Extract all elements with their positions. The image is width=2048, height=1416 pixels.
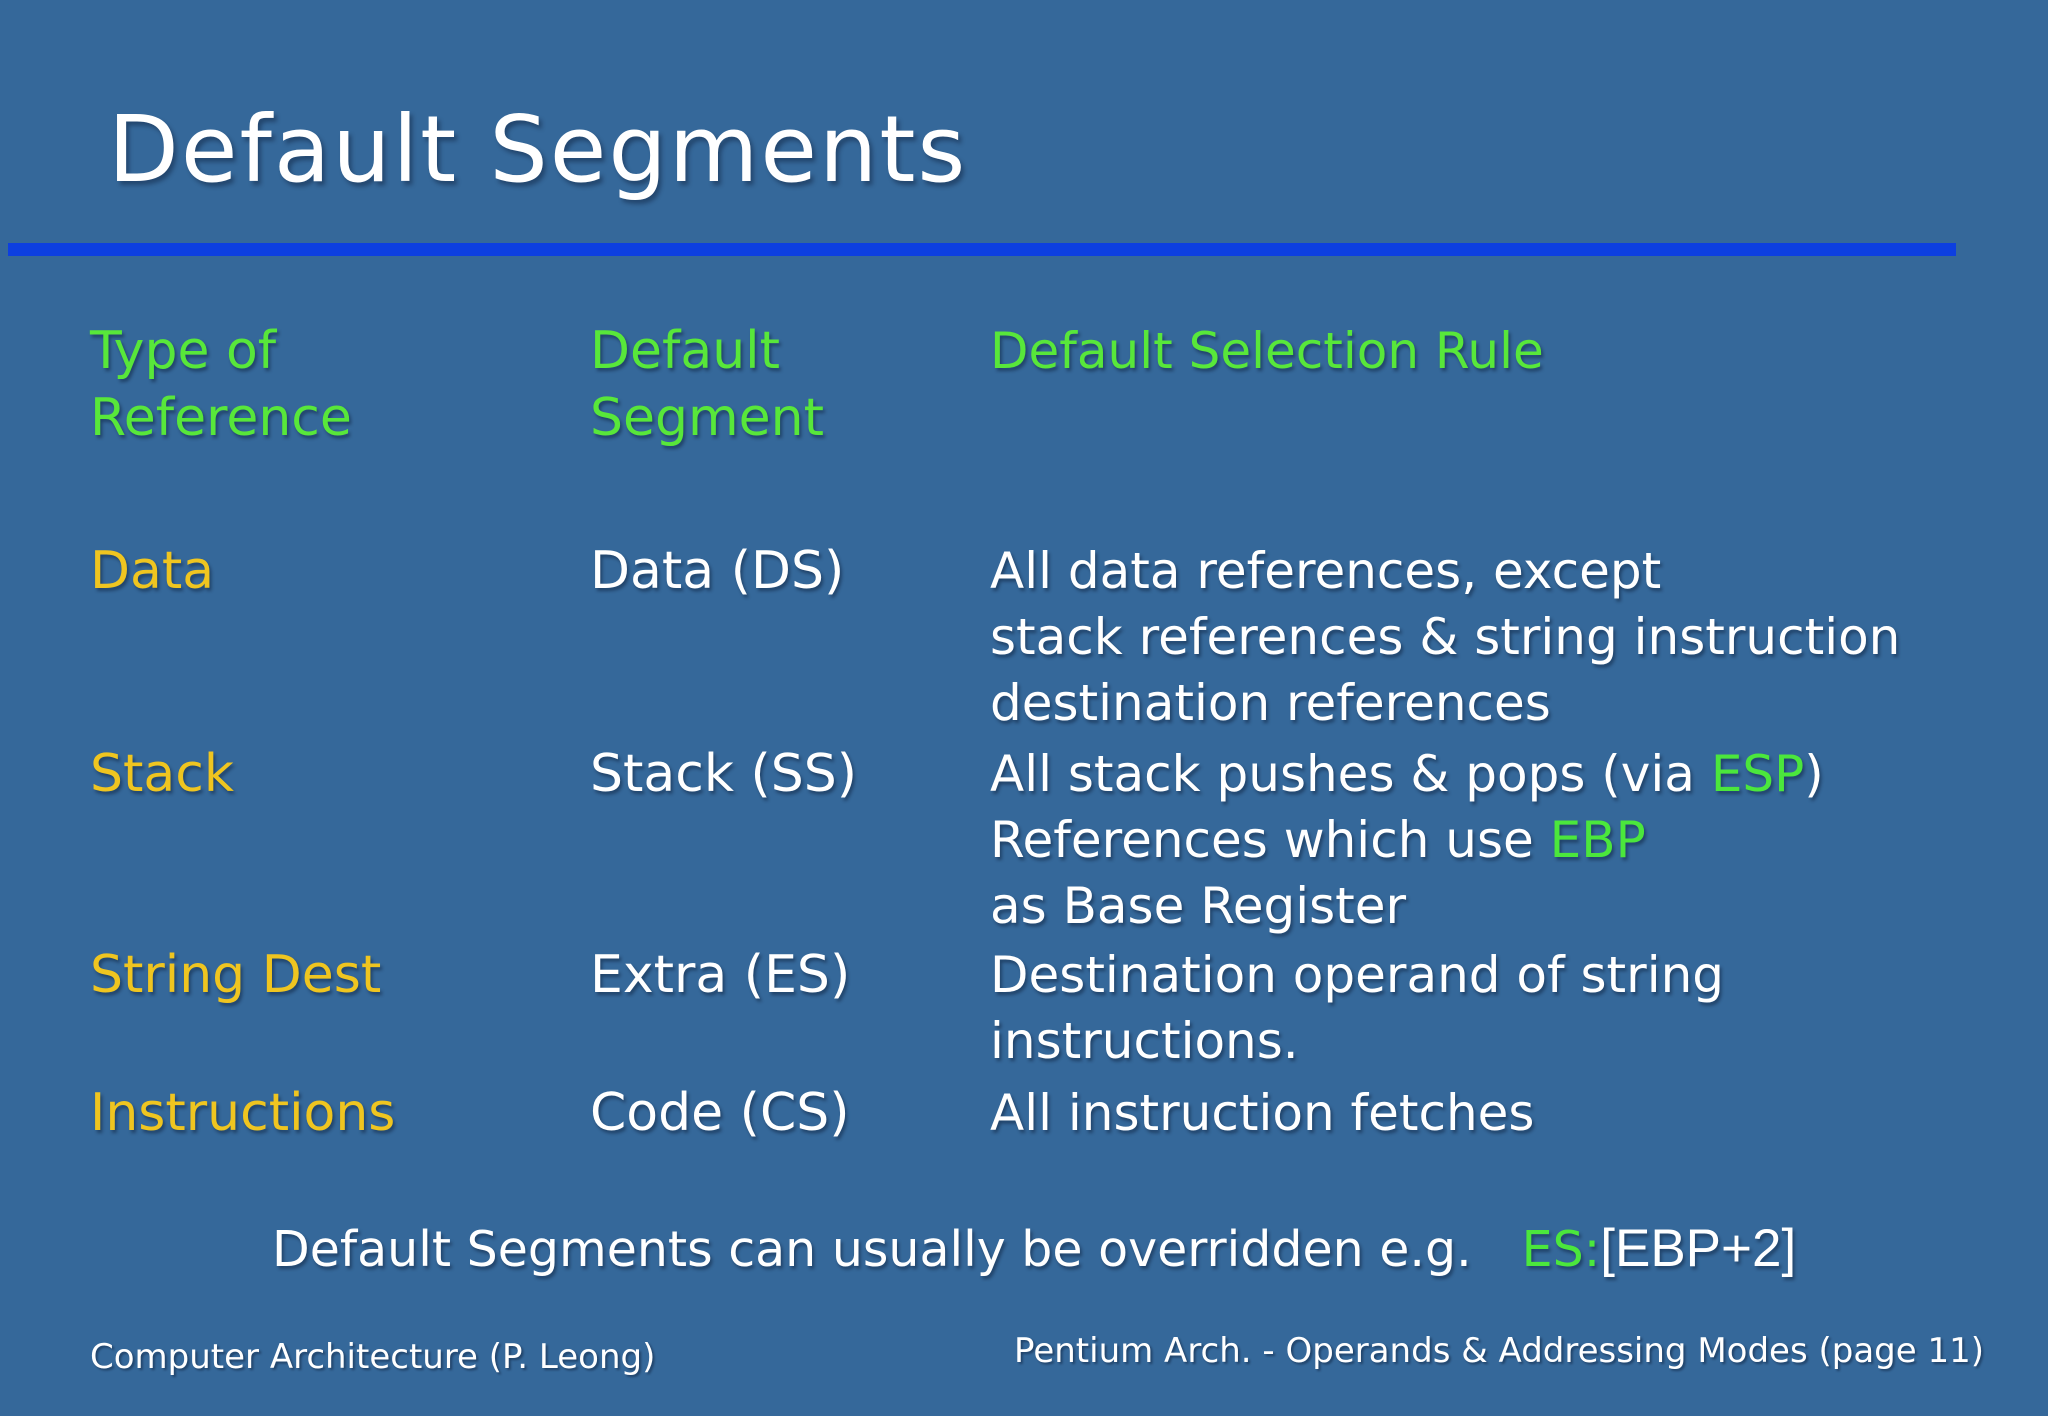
rule-text-segment: destination references — [990, 674, 1551, 732]
rule-line: All stack pushes & pops (via ESP) — [990, 741, 1824, 807]
row-type-label: Data — [90, 541, 215, 601]
register-highlight: EBP — [1549, 811, 1646, 869]
row-rule-text: All instruction fetches — [990, 1080, 1534, 1146]
footer-slide-label: Pentium Arch. - Operands & Addressing Mo… — [1014, 1331, 1984, 1371]
rule-text-segment: All instruction fetches — [990, 1084, 1535, 1142]
row-type-label: Instructions — [90, 1083, 396, 1143]
rule-line: destination references — [990, 670, 1900, 736]
footer-course-label: Computer Architecture (P. Leong) — [90, 1337, 656, 1377]
rule-text-segment: All stack pushes & pops (via — [990, 745, 1711, 803]
header-default-segment: Default Segment — [590, 321, 824, 448]
row-segment-label: Code (CS) — [590, 1083, 850, 1143]
rule-line: References which use EBP — [990, 807, 1824, 873]
row-rule-text: Destination operand of string instruction… — [990, 942, 1724, 1074]
override-note-text: Default Segments can usually be overridd… — [272, 1221, 1472, 1278]
rule-text-segment: All data references, except — [990, 542, 1662, 600]
rule-line: All instruction fetches — [990, 1080, 1534, 1146]
rule-line: stack references & string instruction — [990, 604, 1900, 670]
rule-text-segment: ) — [1804, 745, 1824, 803]
override-operand: [EBP+2] — [1600, 1219, 1797, 1278]
rule-text-segment: Destination operand of string — [990, 946, 1725, 1004]
segment-override-label: ES: — [1521, 1221, 1601, 1278]
row-rule-text: All stack pushes & pops (via ESP)Referen… — [990, 741, 1824, 939]
rule-line: Destination operand of string — [990, 942, 1724, 1008]
title-underline — [8, 243, 1956, 256]
row-rule-text: All data references, except stack referen… — [990, 538, 1900, 736]
rule-text-segment: References which use — [990, 811, 1550, 869]
override-note: Default Segments can usually be overridd… — [272, 1218, 1796, 1279]
rule-line: as Base Register — [990, 873, 1824, 939]
header-type-of-reference: Type of Reference — [90, 321, 352, 448]
rule-line: instructions. — [990, 1008, 1724, 1074]
rule-text-segment: as Base Register — [990, 877, 1407, 935]
rule-text-segment: stack references & string instruction — [990, 608, 1901, 666]
header-default-selection-rule: Default Selection Rule — [990, 322, 1544, 380]
page-title: Default Segments — [108, 96, 968, 203]
rule-line: All data references, except — [990, 538, 1900, 604]
rule-text-segment: instructions. — [990, 1012, 1299, 1070]
row-type-label: String Dest — [90, 945, 382, 1005]
row-type-label: Stack — [90, 744, 234, 804]
row-segment-label: Stack (SS) — [590, 744, 858, 804]
row-segment-label: Data (DS) — [590, 541, 845, 601]
row-segment-label: Extra (ES) — [590, 945, 851, 1005]
register-highlight: ESP — [1710, 745, 1805, 803]
